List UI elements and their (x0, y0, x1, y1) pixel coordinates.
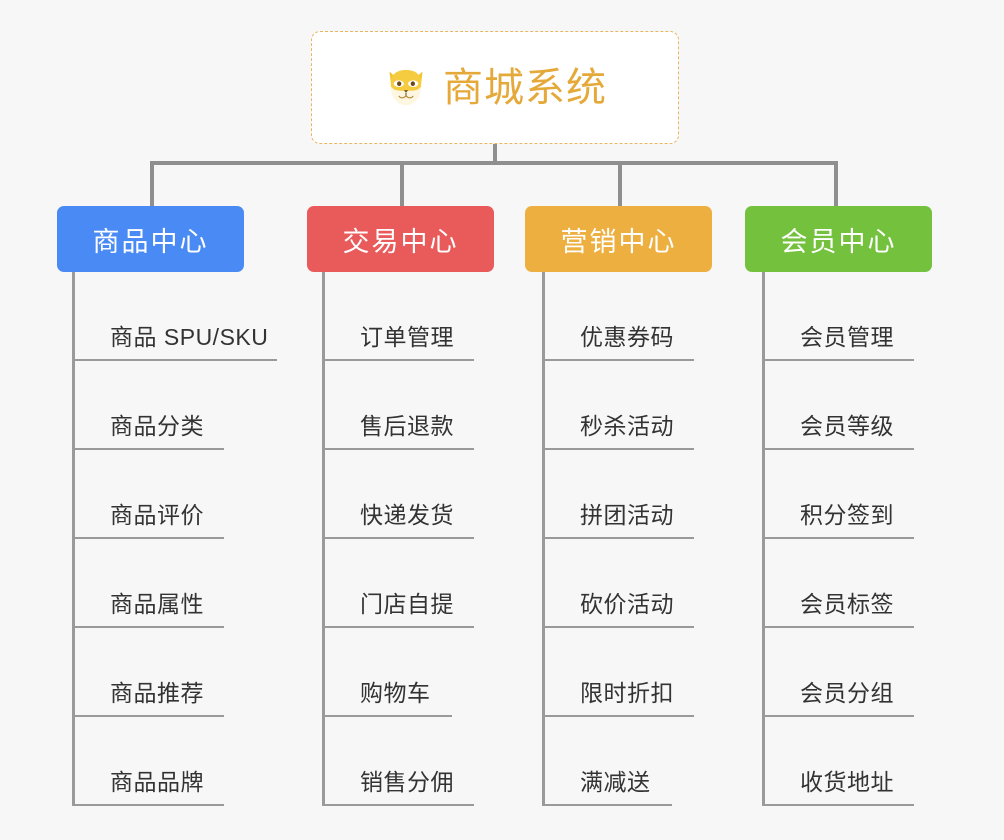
leaf-label: 销售分佣 (360, 769, 454, 795)
leaf-underline (322, 359, 474, 361)
leaf-label: 砍价活动 (580, 591, 674, 617)
leaf-label: 商品 SPU/SKU (110, 324, 269, 350)
leaf-underline (322, 537, 474, 539)
category-box-4[interactable]: 会员中心 (745, 206, 932, 272)
category-box-2[interactable]: 交易中心 (307, 206, 494, 272)
leaf-underline (72, 537, 224, 539)
category-box-1[interactable]: 商品中心 (57, 206, 244, 272)
leaf-label: 快递发货 (360, 502, 454, 528)
shiba-dog-icon (389, 69, 423, 105)
leaf-label: 商品分类 (110, 413, 204, 439)
leaf-underline (542, 804, 672, 806)
leaf-underline (322, 715, 452, 717)
leaf-label: 拼团活动 (580, 502, 674, 528)
connector-horizontal-bus (150, 161, 838, 165)
branch-stem-3 (542, 272, 545, 806)
leaf-label: 商品属性 (110, 591, 204, 617)
connector-drop-2 (400, 161, 404, 207)
leaf-underline (542, 359, 694, 361)
leaf-underline (72, 626, 224, 628)
leaf-underline (72, 715, 224, 717)
leaf-underline (762, 715, 914, 717)
root-node-mall-system[interactable]: 商城系统 (311, 31, 679, 144)
leaf-label: 会员等级 (800, 413, 894, 439)
leaf-label: 收货地址 (800, 769, 894, 795)
leaf-underline (542, 715, 694, 717)
leaf-label: 商品品牌 (110, 769, 204, 795)
connector-root-stem (493, 144, 497, 164)
leaf-label: 商品推荐 (110, 680, 204, 706)
leaf-underline (762, 626, 914, 628)
leaf-underline (542, 626, 694, 628)
category-label-4: 会员中心 (780, 226, 897, 257)
leaf-underline (762, 448, 914, 450)
leaf-underline (72, 448, 224, 450)
root-title: 商城系统 (443, 65, 607, 110)
leaf-underline (72, 359, 277, 361)
leaf-underline (542, 537, 694, 539)
connector-drop-4 (834, 161, 838, 207)
leaf-underline (322, 448, 474, 450)
category-box-3[interactable]: 营销中心 (525, 206, 712, 272)
category-label-3: 营销中心 (560, 226, 677, 257)
leaf-underline (762, 537, 914, 539)
branch-stem-4 (762, 272, 765, 806)
leaf-label: 会员分组 (800, 680, 894, 706)
leaf-underline (542, 448, 694, 450)
leaf-label: 秒杀活动 (580, 413, 674, 439)
leaf-label: 会员标签 (800, 591, 894, 617)
leaf-label: 商品评价 (110, 502, 204, 528)
category-label-1: 商品中心 (92, 226, 209, 257)
leaf-label: 售后退款 (360, 413, 454, 439)
root-node-content: 商城系统 (383, 65, 607, 111)
leaf-label: 优惠券码 (580, 324, 674, 350)
leaf-underline (762, 359, 914, 361)
leaf-underline (762, 804, 914, 806)
category-label-2: 交易中心 (342, 226, 459, 257)
leaf-label: 限时折扣 (580, 680, 674, 706)
leaf-label: 订单管理 (360, 324, 454, 350)
connector-drop-3 (618, 161, 622, 207)
leaf-label: 购物车 (360, 680, 431, 706)
leaf-underline (72, 804, 224, 806)
leaf-underline (322, 804, 474, 806)
leaf-label: 会员管理 (800, 324, 894, 350)
leaf-label: 门店自提 (360, 591, 454, 617)
leaf-label: 满减送 (580, 769, 651, 795)
leaf-label: 积分签到 (800, 502, 894, 528)
branch-stem-2 (322, 272, 325, 806)
branch-stem-1 (72, 272, 75, 806)
connector-drop-1 (150, 161, 154, 207)
leaf-underline (322, 626, 474, 628)
